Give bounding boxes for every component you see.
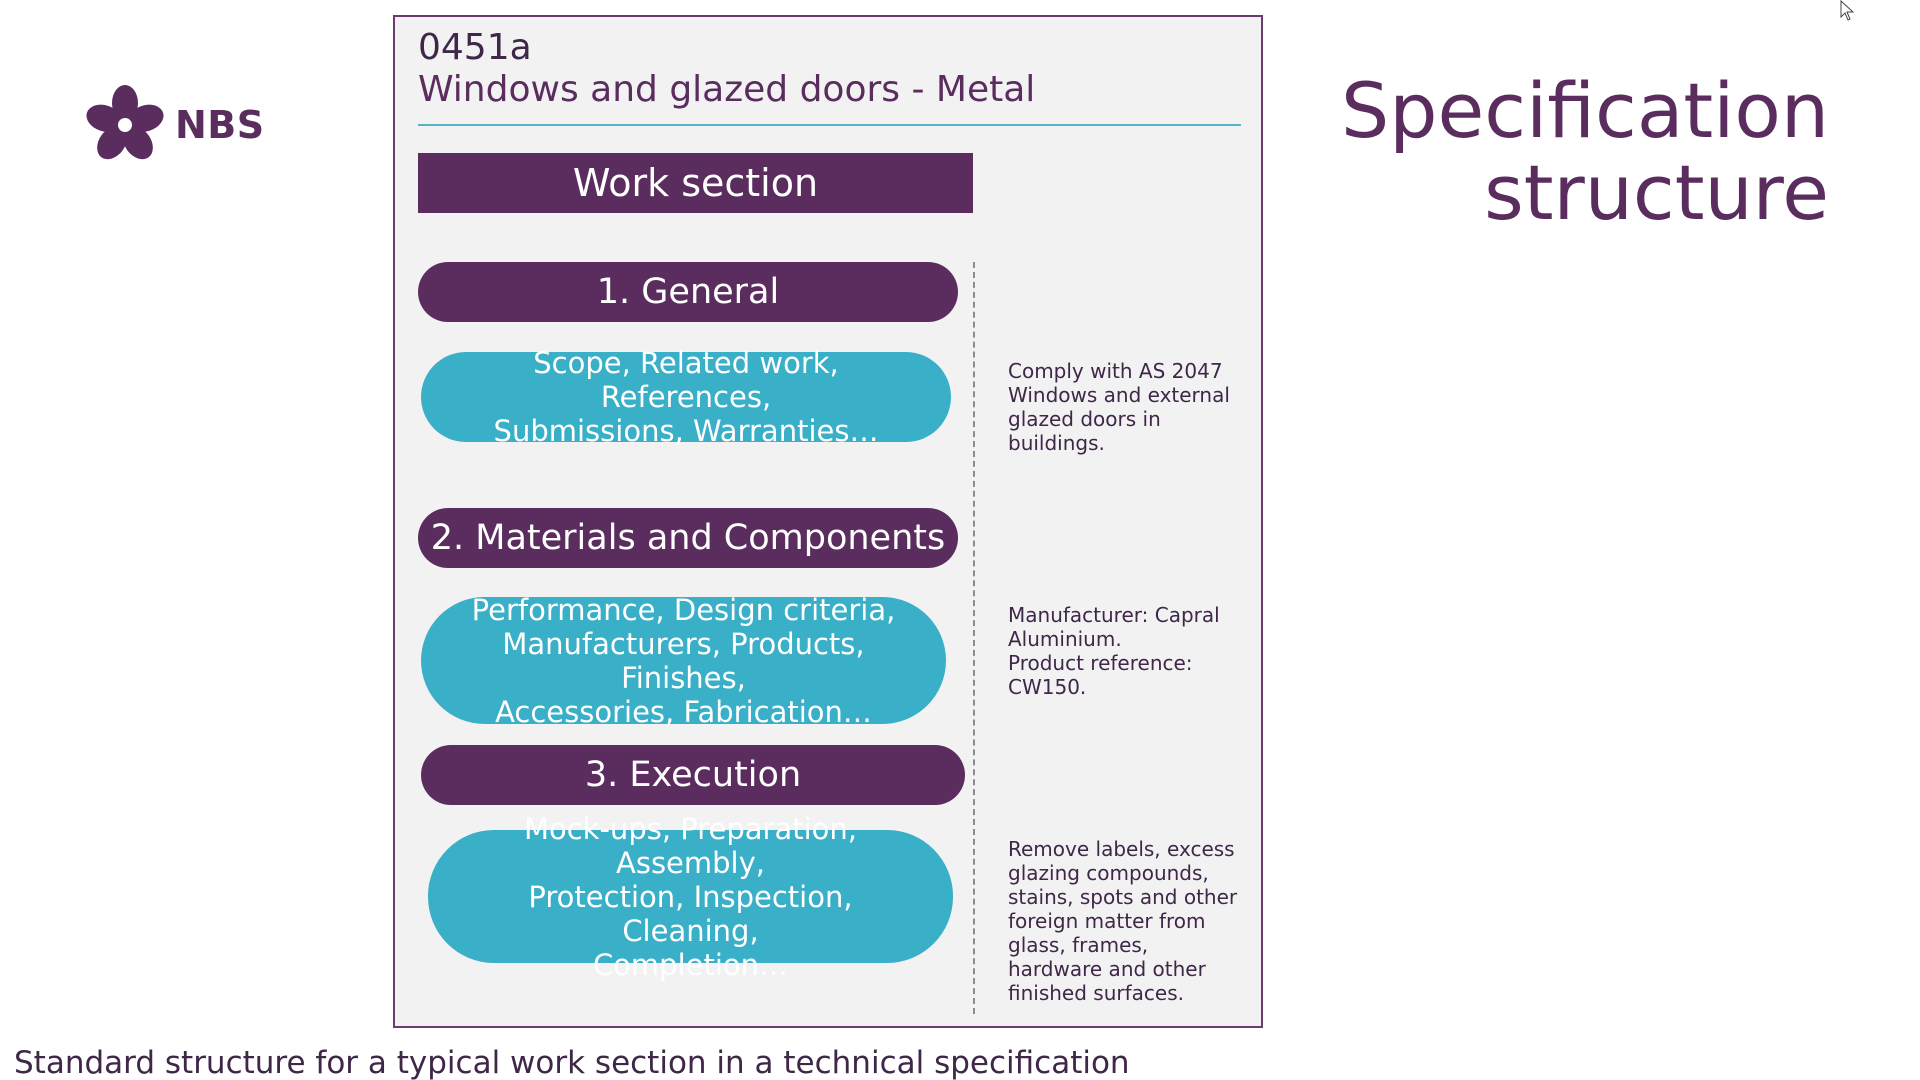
mouse-cursor-icon bbox=[1840, 0, 1855, 21]
section-code: 0451a bbox=[418, 27, 532, 68]
nbs-star-icon bbox=[86, 85, 164, 160]
slide-title-line-2: structure bbox=[1484, 148, 1829, 237]
slide-title-line-1: Specification bbox=[1341, 66, 1829, 155]
group-items-execution: Mock-ups, Preparation, Assembly, Protect… bbox=[428, 812, 953, 982]
group-heading-general: 1. General bbox=[418, 262, 958, 322]
header-rule bbox=[418, 124, 1241, 126]
group-heading-execution: 3. Execution bbox=[421, 745, 965, 805]
nbs-logo: NBS bbox=[85, 85, 265, 165]
slide-title: Specification structure bbox=[1341, 70, 1829, 234]
group-heading-materials: 2. Materials and Components bbox=[418, 508, 958, 568]
work-section-banner: Work section bbox=[418, 153, 973, 213]
dashed-divider bbox=[973, 262, 975, 1014]
work-section-panel: 0451a Windows and glazed doors - Metal W… bbox=[393, 15, 1263, 1028]
group-items-materials: Performance, Design criteria, Manufactur… bbox=[421, 593, 946, 729]
group-note-execution: Remove labels, excess glazing compounds,… bbox=[1008, 837, 1238, 1005]
section-name: Windows and glazed doors - Metal bbox=[418, 69, 1036, 110]
logo-text: NBS bbox=[175, 103, 265, 147]
group-note-general: Comply with AS 2047 Windows and external… bbox=[1008, 359, 1230, 455]
group-note-materials: Manufacturer: Capral Aluminium. Product … bbox=[1008, 603, 1220, 699]
slide-caption: Standard structure for a typical work se… bbox=[14, 1045, 1130, 1080]
group-items-general: Scope, Related work, References, Submiss… bbox=[421, 346, 951, 448]
